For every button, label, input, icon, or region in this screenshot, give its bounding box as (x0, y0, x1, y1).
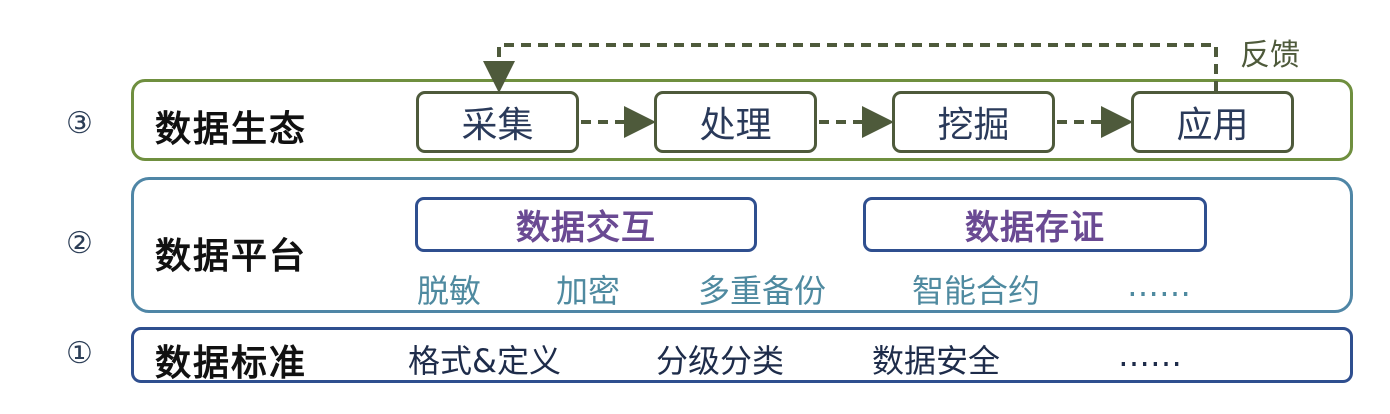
standard-title: 数据标准 (155, 343, 308, 384)
platform-item-encryption: 加密 (556, 272, 621, 310)
standard-item-format: 格式&定义 (408, 342, 561, 380)
platform-item-backup: 多重备份 (698, 272, 827, 310)
layer-number-2: ② (66, 226, 93, 261)
module-data-exchange: 数据交互 (415, 197, 757, 252)
platform-item-desensitization: 脱敏 (417, 272, 482, 310)
platform-title: 数据平台 (155, 236, 308, 277)
step-mine: 挖掘 (892, 91, 1055, 153)
standard-band (131, 327, 1353, 383)
step-process: 处理 (654, 91, 817, 153)
standard-item-security: 数据安全 (872, 342, 1001, 380)
layer-number-1: ① (66, 336, 93, 371)
ecosystem-title: 数据生态 (155, 109, 308, 150)
platform-item-more: …… (1127, 266, 1191, 304)
feedback-arrow (483, 43, 1218, 93)
feedback-label: 反馈 (1240, 38, 1300, 73)
ecosystem-band (131, 79, 1353, 161)
platform-band (131, 177, 1353, 313)
layer-number-3: ③ (66, 106, 93, 141)
step-apply: 应用 (1131, 91, 1294, 153)
platform-item-smart-contract: 智能合约 (912, 272, 1041, 310)
standard-item-more: …… (1118, 336, 1182, 374)
standard-item-classification: 分级分类 (656, 342, 785, 380)
module-data-attestation: 数据存证 (863, 197, 1207, 252)
